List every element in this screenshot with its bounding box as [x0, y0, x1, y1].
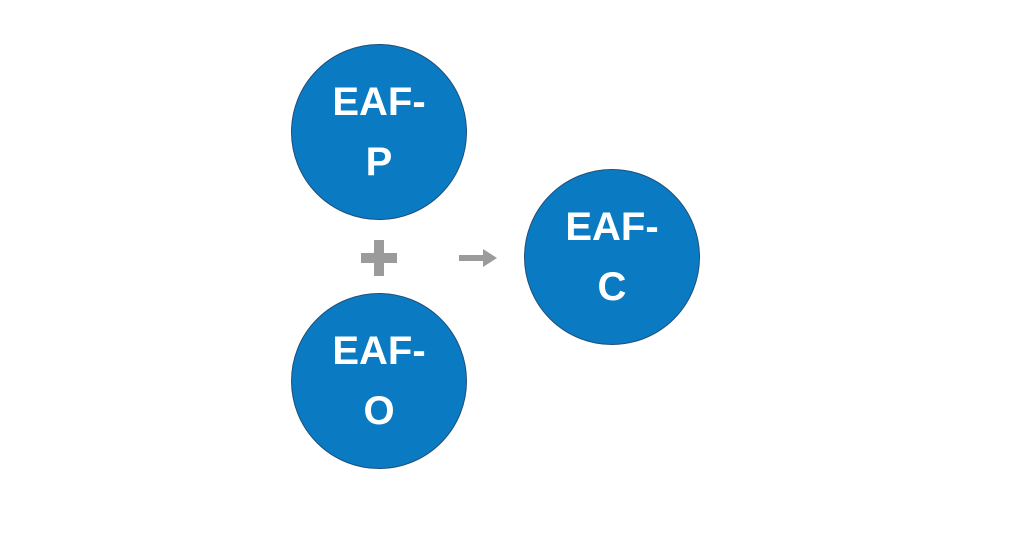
- plus-icon: [361, 240, 397, 276]
- node-eaf-p-label: EAF- P: [332, 80, 426, 184]
- node-eaf-p: EAF- P: [291, 44, 467, 220]
- node-eaf-c: EAF- C: [524, 169, 700, 345]
- arrow-right-icon: [459, 249, 497, 267]
- node-eaf-c-label: EAF- C: [565, 205, 659, 309]
- node-eaf-o: EAF- O: [291, 293, 467, 469]
- node-eaf-o-label: EAF- O: [332, 329, 426, 433]
